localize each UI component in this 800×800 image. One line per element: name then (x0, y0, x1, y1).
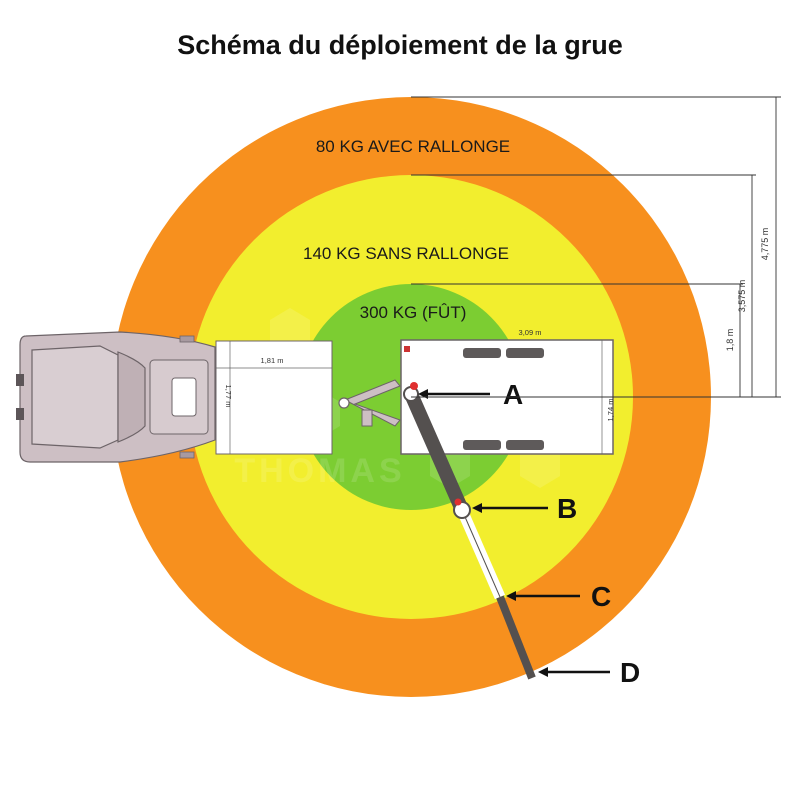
car-mirror-left (179, 335, 195, 343)
callouts: A B C D (418, 379, 640, 688)
diagram-title: Schéma du déploiement de la grue (177, 30, 623, 60)
trailer-light (404, 346, 410, 352)
arrow-b-head (472, 503, 482, 513)
marker-a: A (503, 379, 523, 410)
radius-inner-label: 1,8 m (725, 329, 735, 352)
drawbar-frame (343, 379, 401, 427)
zone-outer-label: 80 KG AVEC RALLONGE (316, 137, 510, 156)
car-width-label: 1,81 m (261, 356, 284, 365)
trailer-width-label: 1,74 m (606, 399, 615, 422)
radius-outer-label: 4,775 m (760, 228, 770, 261)
zone-middle-label: 140 KG SANS RALLONGE (303, 244, 509, 263)
car-wheel-rear-right (16, 408, 24, 420)
car-mirror-right (179, 451, 195, 459)
zone-inner-label: 300 KG (FÛT) (360, 303, 467, 322)
car-roof (31, 345, 119, 449)
car-windshield (117, 351, 146, 443)
trailer-length-label: 3,09 m (519, 328, 542, 337)
car: 1,81 m 1,77 m (16, 331, 333, 463)
marker-b: B (557, 493, 577, 524)
trailer-wheel-1 (463, 348, 501, 358)
boom-joint-red (454, 498, 462, 506)
car-bed (215, 340, 333, 455)
boom-tip (496, 595, 536, 680)
arrow-c-head (506, 591, 516, 601)
crane-boom (403, 382, 536, 680)
trailer-drawbar (338, 379, 401, 427)
marker-c: C (591, 581, 611, 612)
boom-main (404, 387, 469, 517)
boom-extension-outline (461, 509, 501, 598)
marker-d: D (620, 657, 640, 688)
car-seat (171, 377, 197, 417)
watermark-text: THOMAS (234, 452, 405, 490)
radius-dimensions (411, 96, 781, 398)
hitch-ball (338, 397, 350, 409)
crane-base-red (410, 382, 418, 390)
trailer-wheel-3 (463, 440, 501, 450)
car-height-label: 1,77 m (224, 385, 233, 408)
radius-middle-label: 3,575 m (737, 280, 747, 313)
jockey-wheel (361, 409, 373, 427)
arrow-a-head (418, 389, 428, 399)
trailer-wheel-2 (506, 348, 544, 358)
boom-joint (453, 501, 471, 519)
trailer-wheel-4 (506, 440, 544, 450)
car-wheel-rear-left (16, 374, 24, 386)
arrow-d-head (538, 667, 548, 677)
